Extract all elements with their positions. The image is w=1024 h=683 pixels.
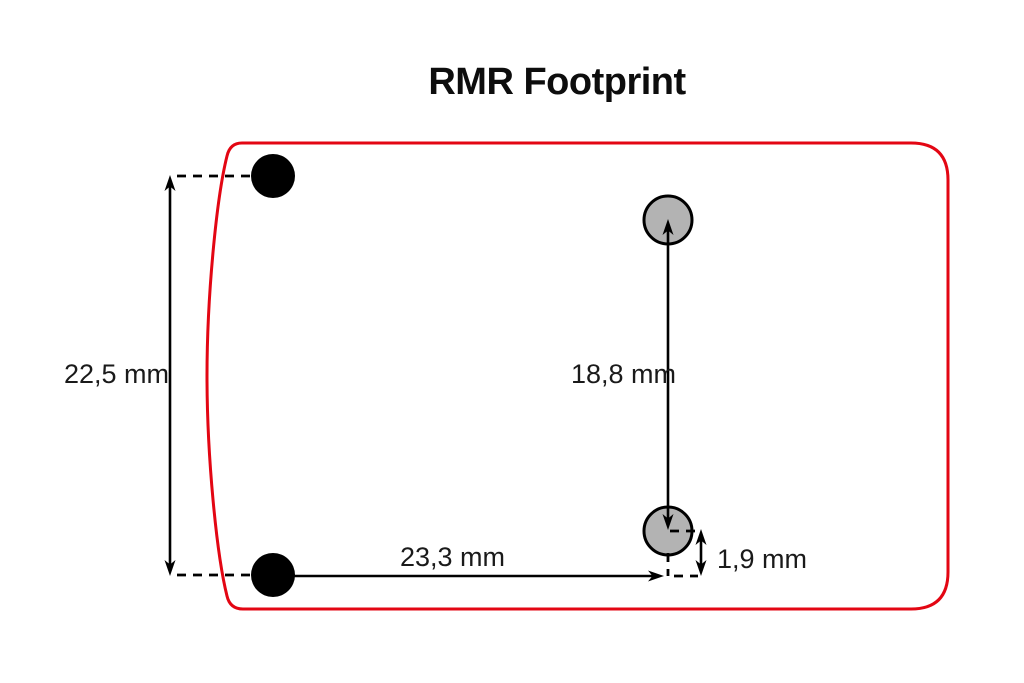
arrowhead-right-icon	[648, 570, 664, 582]
label-screw-spacing: 18,8 mm	[571, 359, 677, 389]
arrowhead-up-icon	[164, 175, 176, 191]
dimension-18-8-mm	[662, 219, 674, 530]
arrowhead-down-icon	[662, 514, 674, 530]
diagram-title: RMR Footprint	[428, 61, 686, 103]
footprint-outline	[205, 141, 950, 611]
label-pin-to-screw: 23,3 mm	[400, 542, 506, 572]
label-pin-spacing: 22,5 mm	[64, 359, 170, 389]
arrowhead-down-icon	[164, 560, 176, 576]
arrowhead-up-icon	[695, 529, 707, 545]
dimension-22-5-mm	[164, 174, 251, 577]
arrowhead-up-icon	[662, 219, 674, 235]
dimension-1-9-mm	[666, 529, 707, 578]
pin-top-left	[251, 154, 295, 198]
label-screw-offset: 1,9 mm	[717, 544, 808, 574]
arrowhead-down-icon	[695, 560, 707, 576]
dimension-23-3-mm	[273, 570, 664, 582]
